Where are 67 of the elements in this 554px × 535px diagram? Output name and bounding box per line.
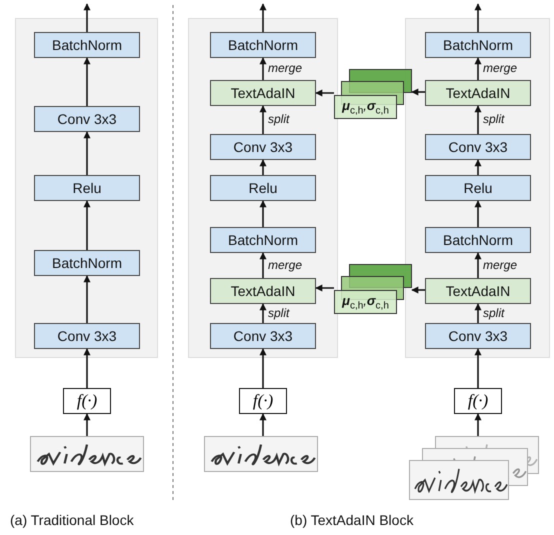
layer-box: Relu — [210, 175, 316, 201]
arrow — [260, 159, 266, 175]
arrow — [84, 200, 90, 250]
layer-box: Conv 3x3 — [425, 323, 531, 349]
handwriting-image-stack — [409, 436, 539, 500]
arrow — [260, 200, 266, 227]
statistics-label: μ$_{c,h}$,σ$_{c,h}$ — [342, 292, 389, 312]
function-box: f(·) — [454, 388, 502, 414]
arrow — [260, 3, 266, 32]
layer-box: Relu — [34, 175, 140, 201]
arrow — [411, 286, 425, 294]
function-box: f(·) — [63, 388, 111, 414]
arrow — [411, 88, 425, 96]
layer-box: TextAdaIN — [210, 278, 316, 304]
arrow — [315, 284, 334, 292]
layer-box: BatchNorm — [210, 227, 316, 253]
arrow — [260, 348, 266, 388]
layer-box: Conv 3x3 — [210, 134, 316, 160]
handwriting-image — [30, 436, 144, 472]
arrow — [84, 3, 90, 32]
arrow — [260, 105, 266, 134]
layer-box: Conv 3x3 — [34, 323, 140, 349]
arrow — [260, 252, 266, 278]
panel-caption: (b) TextAdaIN Block — [290, 512, 414, 528]
arrow — [84, 275, 90, 323]
arrow — [474, 413, 482, 436]
function-box: f(·) — [239, 388, 287, 414]
arrow — [260, 57, 266, 80]
edge-label: split — [482, 306, 506, 320]
arrow — [260, 413, 266, 436]
arrow — [474, 348, 482, 388]
block-panel — [405, 18, 550, 358]
edge-label: split — [267, 113, 290, 126]
arrow — [474, 252, 482, 278]
arrow — [84, 131, 90, 175]
statistics-label: μ$_{c,h}$,σ$_{c,h}$ — [342, 98, 389, 116]
edge-label: split — [482, 113, 506, 126]
block-panel — [188, 18, 338, 358]
block-panel — [15, 18, 158, 358]
panel-caption: (a) Traditional Block — [10, 512, 134, 528]
layer-box: BatchNorm — [34, 32, 140, 58]
handwriting-image — [204, 436, 318, 472]
statistics-card — [334, 95, 397, 119]
layer-box: BatchNorm — [210, 32, 316, 58]
arrow — [474, 3, 482, 32]
layer-box: Conv 3x3 — [210, 323, 316, 349]
layer-box: BatchNorm — [425, 227, 531, 253]
layer-box: Conv 3x3 — [34, 106, 140, 132]
arrow — [474, 303, 482, 323]
arrow — [84, 413, 90, 436]
layer-box: Relu — [425, 175, 531, 201]
arrow — [315, 90, 334, 96]
layer-box: TextAdaIN — [425, 278, 531, 304]
arrow — [474, 200, 482, 227]
statistics-card — [334, 290, 397, 314]
arrow — [474, 159, 482, 175]
arrow — [474, 105, 482, 134]
layer-box: TextAdaIN — [210, 80, 316, 106]
arrow — [84, 348, 90, 388]
edge-label: split — [267, 306, 290, 320]
arrow — [260, 303, 266, 323]
layer-box: TextAdaIN — [425, 80, 531, 106]
layer-box: Conv 3x3 — [425, 134, 531, 160]
arrow — [84, 57, 90, 106]
arrow — [474, 57, 482, 80]
layer-box: BatchNorm — [34, 250, 140, 276]
layer-box: BatchNorm — [425, 32, 531, 58]
